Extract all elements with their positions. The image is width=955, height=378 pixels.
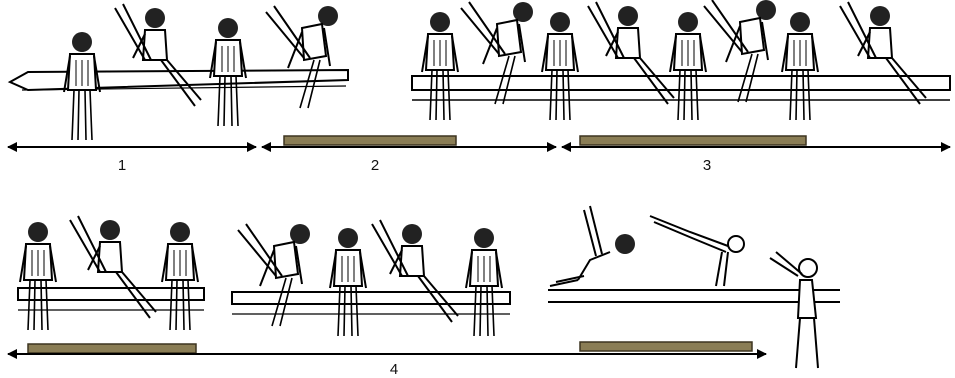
gymnast-figure-icon — [782, 12, 818, 120]
phase-label-1: 1 — [118, 157, 126, 174]
gymnast-figure-icon — [330, 228, 366, 336]
landing-mat-icon — [284, 136, 456, 145]
landing-mat-icon — [580, 136, 806, 145]
gymnast-figure-icon — [162, 222, 198, 330]
gymnast-figure-icon — [372, 220, 458, 322]
landing-mat-icon — [580, 342, 752, 351]
gymnast-figure-icon — [670, 12, 706, 120]
gymnast-figure-icon — [770, 252, 818, 368]
gymnast-figure-icon — [70, 216, 156, 318]
gymnast-figure-icon — [542, 12, 578, 120]
landing-mat-icon — [28, 344, 196, 353]
balance-beam-icon — [548, 290, 840, 302]
gymnast-figure-icon — [422, 12, 458, 120]
balance-beam-icon — [412, 76, 950, 100]
gymnast-figure-icon — [650, 216, 744, 286]
row-2-sequence: 4 — [8, 206, 840, 378]
gymnast-figure-icon — [115, 4, 201, 106]
gymnast-figure-icon — [266, 6, 338, 108]
balance-beam-icon — [232, 292, 510, 314]
gymnast-figure-icon — [64, 32, 100, 140]
gymnast-figure-icon — [466, 228, 502, 336]
gymnast-figure-icon — [550, 206, 635, 286]
phase-label-2: 2 — [371, 157, 379, 174]
gymnast-figure-icon — [210, 18, 246, 126]
phase-label-4: 4 — [390, 361, 398, 378]
gymnast-figure-icon — [20, 222, 56, 330]
row-1-sequence: 1 2 3 — [8, 0, 950, 174]
gymnast-figure-icon — [238, 224, 310, 326]
phase-label-3: 3 — [703, 157, 711, 174]
